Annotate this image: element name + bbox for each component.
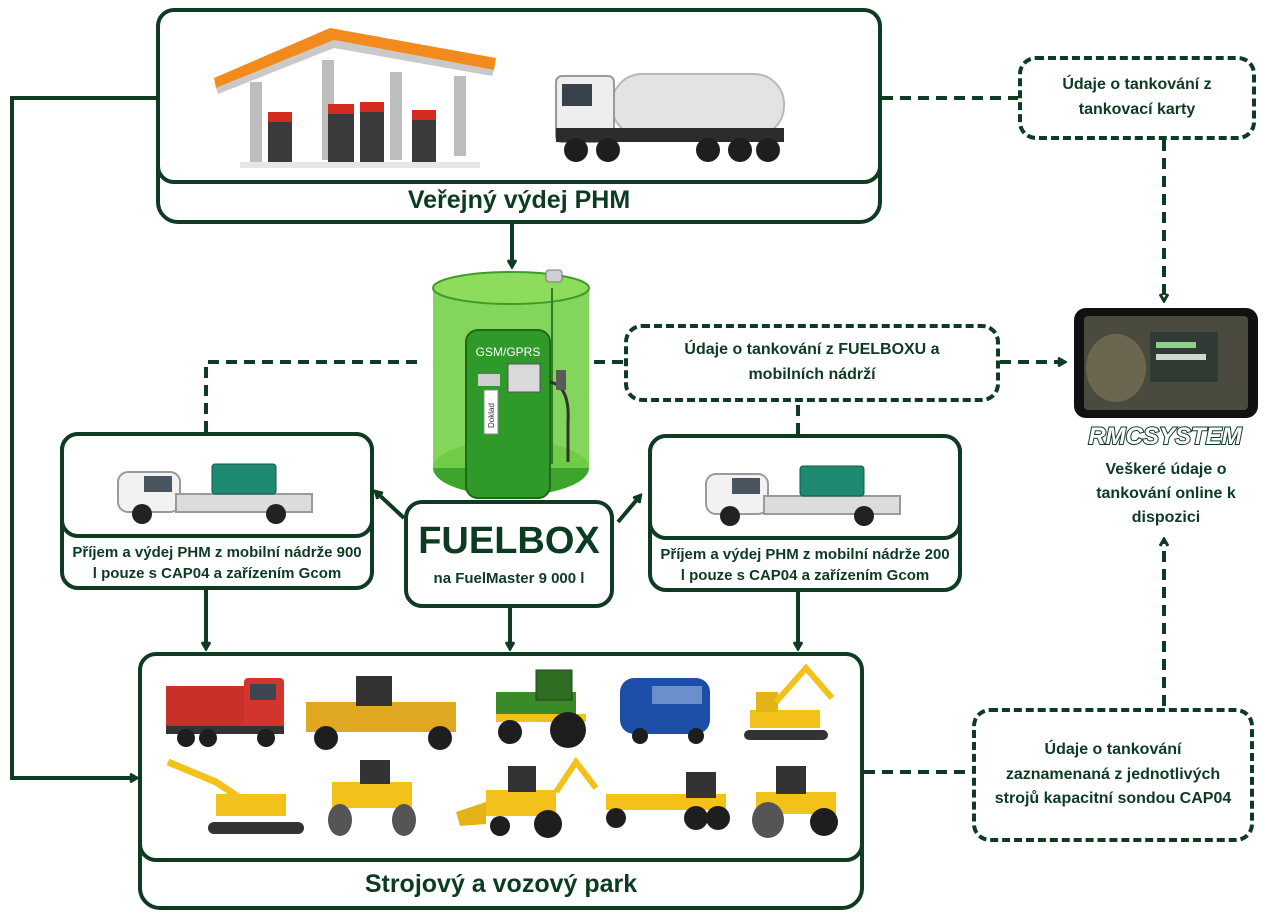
mobile-tank-left-image-panel: [60, 432, 374, 538]
fuelbox-data-text: Údaje o tankování z FUELBOXU a mobilních…: [684, 341, 940, 383]
motor-grader-icon: [606, 772, 730, 830]
mobile-tank-right-image-panel: [648, 434, 962, 540]
fuelbox-title: FUELBOX: [418, 520, 600, 562]
card-data-text: Údaje o tankování z tankovací karty: [1062, 76, 1212, 118]
mobile-tank-left-caption: Příjem a výdej PHM z mobilní nádrže 900 …: [72, 544, 362, 582]
gas-station-illustration: [214, 28, 496, 168]
soil-compactor-icon: [752, 766, 838, 838]
fuel-tanker-truck-illustration: [555, 73, 785, 162]
probe-data-box: Údaje o tankování zaznamenaná z jednotli…: [972, 708, 1254, 842]
public-dispensing-box: Veřejný výdej PHM: [156, 8, 882, 224]
arrow-fuelbox-to-left-tank: [376, 492, 406, 520]
mobile-tank-right-box: Příjem a výdej PHM z mobilní nádrže 200 …: [648, 434, 962, 592]
wheel-scraper-icon: [306, 676, 456, 750]
dash-left-tank-to-fuelbox: [204, 360, 424, 432]
pickup-truck-with-tank-illustration: [117, 463, 313, 524]
fuelbox-data-box: Údaje o tankování z FUELBOXU a mobilních…: [624, 324, 1000, 402]
rmc-tablet-illustration: [1074, 308, 1258, 418]
crawler-excavator-icon: [166, 758, 304, 834]
backhoe-loader-icon: [456, 756, 599, 838]
arrow-bypass-public-to-fleet: [10, 96, 158, 778]
receipt-label: Doklad: [487, 403, 496, 428]
rmc-logo-text: RMCSYSTEM: [1088, 423, 1242, 450]
mobile-tank-right-caption: Příjem a výdej PHM z mobilní nádrže 200 …: [660, 546, 950, 584]
rmc-description: Veškeré údaje o tankování online k dispo…: [1096, 461, 1236, 526]
fuelmaster-tank-illustration: GSM/GPRS Doklad: [432, 269, 590, 499]
gsm-gprs-label: GSM/GPRS: [476, 345, 541, 359]
arrow-fuelbox-to-right-tank: [616, 496, 640, 524]
probe-data-text: Údaje o tankování zaznamenaná z jednotli…: [994, 740, 1232, 808]
dump-truck-icon: [166, 678, 284, 747]
mobile-tank-left-box: Příjem a výdej PHM z mobilní nádrže 900 …: [60, 432, 374, 590]
road-roller-icon: [328, 760, 416, 836]
pickup-truck-with-tank-illustration: [705, 465, 901, 526]
fuelbox-label-box: FUELBOX na FuelMaster 9 000 l: [404, 500, 614, 608]
fuelbox-subtitle: na FuelMaster 9 000 l: [433, 570, 585, 587]
public-dispensing-title: Veřejný výdej PHM: [407, 186, 631, 214]
fleet-box: Strojový a vozový park: [138, 652, 864, 910]
fleet-title: Strojový a vozový park: [364, 870, 638, 898]
fleet-vehicles-illustration: [166, 663, 838, 838]
public-dispensing-image-panel: [156, 8, 882, 184]
card-data-box: Údaje o tankování z tankovací karty: [1018, 56, 1256, 140]
van-icon: [620, 678, 710, 744]
fleet-image-panel: [138, 652, 864, 862]
tractor-icon: [496, 669, 586, 748]
rmc-system-logo: RMCSYSTEM: [1087, 422, 1243, 451]
excavator-icon: [744, 663, 835, 740]
